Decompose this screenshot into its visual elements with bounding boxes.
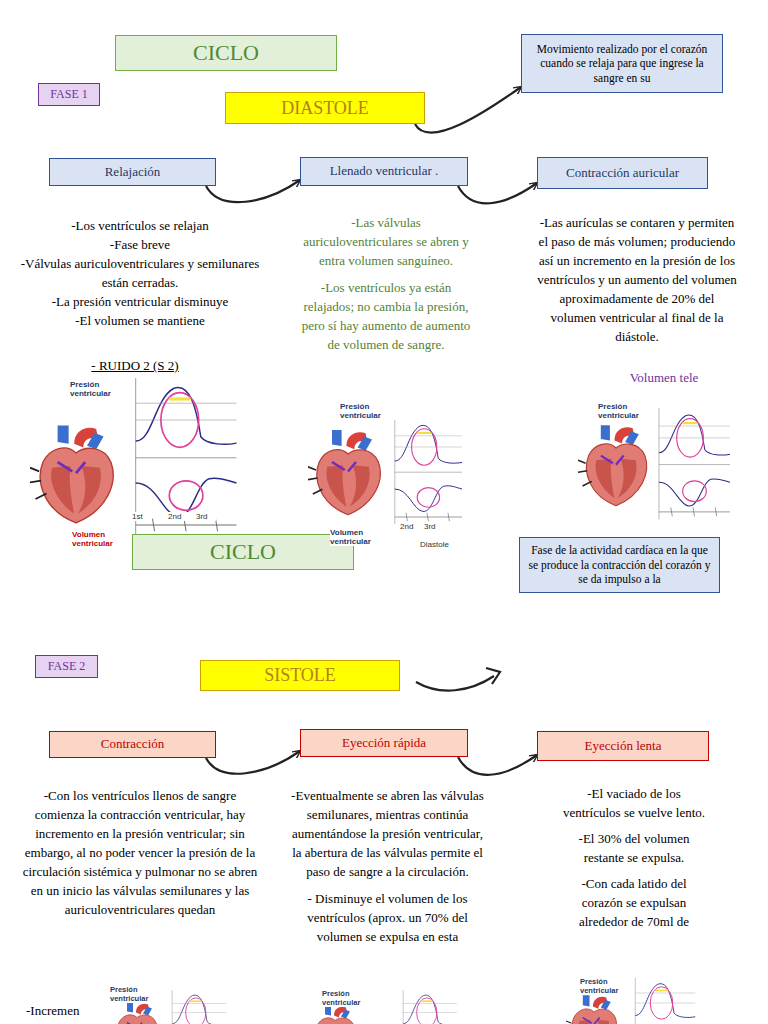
note-text: -Fase breve (15, 235, 265, 254)
stage-box: Contracción (49, 731, 216, 758)
heart-illustration (112, 1003, 157, 1024)
pressure-graph (132, 378, 237, 546)
loose-arrow-head (486, 668, 500, 684)
curved-arrow (458, 183, 537, 203)
box-text: Eyección lenta (585, 738, 662, 754)
box-text: Contracción (101, 736, 165, 752)
note-text: -Con cada latido del corazón se expulsan… (560, 874, 708, 931)
text-column: -El vaciado de los ventrículos se vuelve… (560, 784, 708, 931)
note-text: Volumen ventricular (330, 528, 386, 546)
curved-arrow (458, 755, 537, 775)
heart-illustration (310, 1006, 355, 1024)
pressure-graph (170, 990, 226, 1024)
note-text: Diastole (420, 540, 460, 549)
text-column: -Con los ventrículos llenos de sangre co… (20, 786, 260, 919)
note-text: -Válvulas auriculoventriculares y semilu… (15, 254, 265, 292)
loose-arrow (416, 676, 494, 691)
note-text: Presión ventricular (580, 978, 630, 995)
note-text: -Las aurículas se contaren y permiten el… (537, 213, 737, 346)
box-text: Relajación (105, 164, 161, 180)
text-column: -Los ventrículos se relajan-Fase breve-V… (15, 216, 265, 330)
pressure-graph (392, 419, 462, 531)
pressure-graph (633, 978, 696, 1024)
phase-tag: FASE 1 (38, 83, 100, 106)
pressure-graph (401, 990, 457, 1024)
note-text: Presión ventricular (70, 380, 126, 398)
heart-illustration (578, 425, 647, 506)
pressure-graph (656, 408, 730, 526)
note-text: -El volumen se mantiene (15, 311, 265, 330)
phase-tag: FASE 2 (35, 655, 98, 678)
note-text: 2nd (400, 522, 420, 531)
curved-arrow (206, 751, 300, 774)
note-text: - RUIDO 2 (S 2) (60, 359, 210, 374)
stage-box: Eyección lenta (537, 731, 709, 761)
note-text: Presión ventricular (110, 986, 166, 1003)
note-text: 2nd (168, 512, 188, 521)
stage-box: Contracción auricular (537, 157, 708, 189)
definition-box: Fase de la actividad cardíaca en la que … (519, 537, 720, 593)
box-text: SISTOLE (264, 664, 336, 687)
box-text: Movimiento realizado por el corazón cuan… (528, 42, 716, 85)
stage-box: Eyección rápida (300, 729, 468, 757)
note-text: 3rd (196, 512, 216, 521)
note-text: Presión ventricular (340, 402, 396, 420)
text-column: -Eventualmente se abren las válvulas sem… (290, 786, 485, 946)
text-column: -Las válvulas auriculoventriculares se a… (300, 213, 472, 354)
box-text: DIASTOLE (281, 97, 369, 120)
heart-illustration (30, 425, 113, 523)
box-text: Llenado ventricular . (330, 163, 439, 179)
note-text: -Los ventrículos se relajan (15, 216, 265, 235)
box-text: Eyección rápida (342, 735, 426, 751)
curved-arrow (206, 180, 300, 202)
note-text: -Los ventrículos ya están relajados; no … (300, 278, 472, 354)
note-text: -Incremen (26, 1004, 96, 1019)
box-text: Fase de la actividad cardíaca en la que … (526, 543, 713, 586)
note-text: -La presión ventricular disminuye (15, 292, 265, 311)
note-text: Presión ventricular (598, 402, 654, 420)
box-text: FASE 2 (48, 659, 85, 674)
box-text: FASE 1 (50, 87, 87, 102)
note-text: -El vaciado de los ventrículos se vuelve… (560, 784, 708, 822)
phase-banner: DIASTOLE (225, 92, 425, 124)
heart-illustration (308, 430, 380, 515)
note-text: -Eventualmente se abren las válvulas sem… (290, 786, 485, 881)
note-text: 3rd (424, 522, 444, 531)
stage-box: Llenado ventricular . (300, 157, 468, 186)
phase-banner: SISTOLE (200, 660, 400, 691)
title-box: CICLO (115, 35, 337, 71)
note-text: 1st (132, 512, 152, 521)
note-text: - Disminuye el volumen de los ventrículo… (290, 889, 485, 946)
box-text: Contracción auricular (566, 165, 679, 181)
note-text: -Las válvulas auriculoventriculares se a… (300, 213, 472, 270)
box-text: CICLO (210, 538, 276, 566)
heart-illustration (566, 995, 617, 1024)
note-text: Volumen tele (604, 371, 724, 386)
title-box: CICLO (132, 534, 354, 570)
box-text: CICLO (193, 39, 259, 67)
stage-box: Relajación (49, 158, 216, 186)
definition-box: Movimiento realizado por el corazón cuan… (521, 34, 723, 93)
text-column: -Las aurículas se contaren y permiten el… (537, 213, 737, 346)
curved-arrow (415, 87, 521, 133)
note-text: -Con los ventrículos llenos de sangre co… (20, 786, 260, 919)
note-text: Presión ventricular (322, 990, 378, 1007)
note-text: -El 30% del volumen restante se expulsa. (560, 829, 708, 867)
note-text: Volumen ventricular (72, 530, 128, 548)
